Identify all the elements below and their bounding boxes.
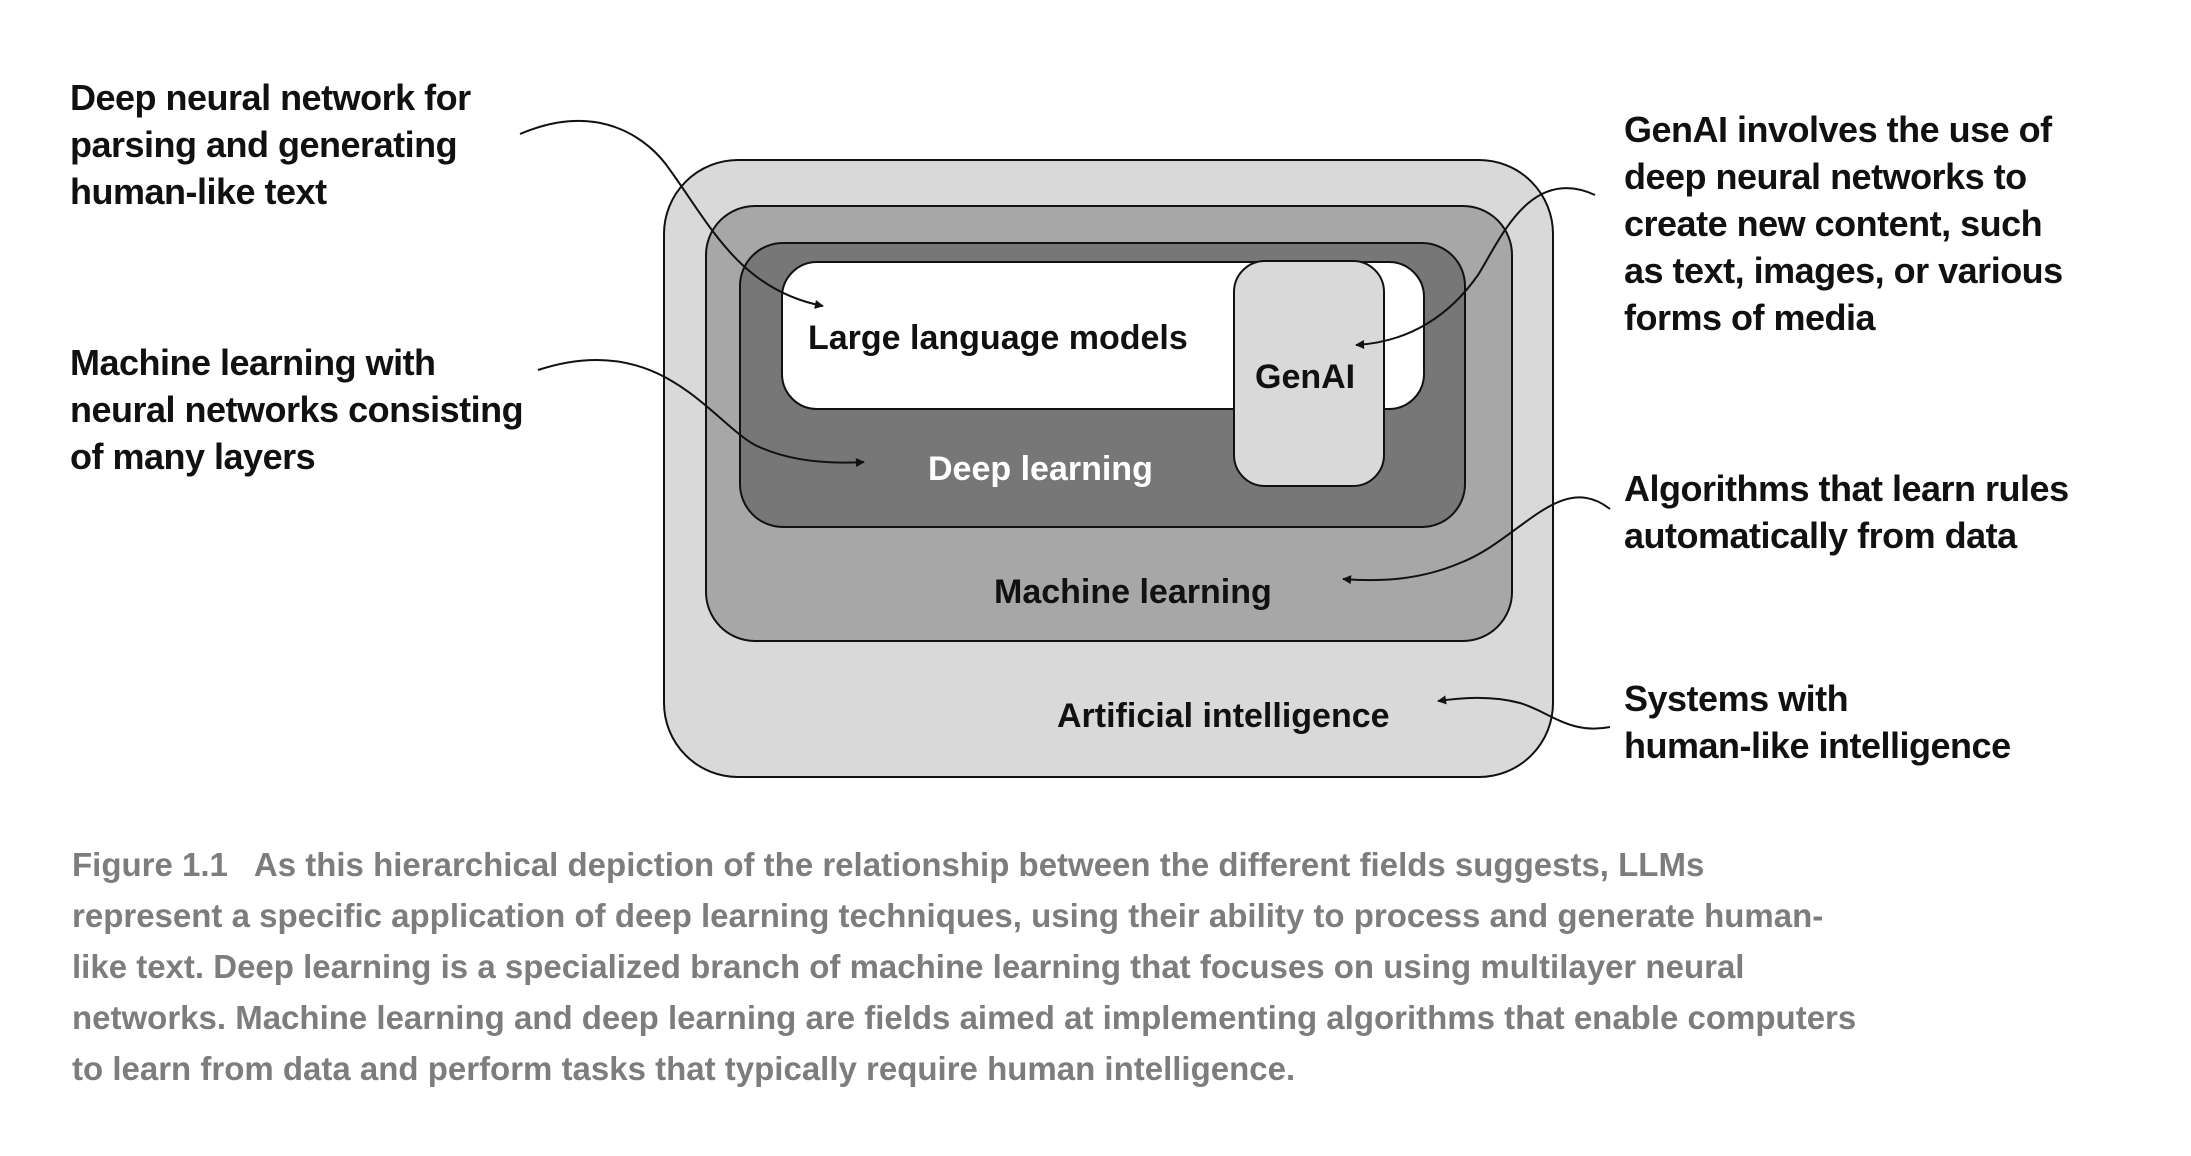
annotation-line: parsing and generating [70,124,458,165]
machine-learning-arrow [1342,496,1611,585]
annotation-line: Systems with [1624,678,1849,719]
deep-learning-arrow [537,358,865,467]
annotation-line: automatically from data [1624,515,2017,556]
annotation-line: Machine learning with [70,342,436,383]
caption-text: As this hierarchical depiction of the re… [253,846,1705,883]
llm-annotation: Deep neural network for parsing and gene… [70,74,471,215]
machine-learning-annotation: Algorithms that learn rules automaticall… [1624,465,2069,559]
caption-line: Figure 1.1 As this hierarchical depiction… [72,839,2132,890]
deep-learning-annotation: Machine learning with neural networks co… [70,339,524,480]
genai-arrow [1355,187,1596,350]
annotation-line: create new content, such [1624,203,2043,244]
machine-learning-label: Machine learning [994,573,1272,611]
annotation-line: deep neural networks to [1624,156,2027,197]
large-language-models-label: Large language models [808,319,1188,357]
deep-learning-label: Deep learning [928,450,1153,488]
annotation-line: forms of media [1624,297,1876,338]
caption-line: networks. Machine learning and deep lear… [72,999,1857,1036]
llm-arrow [519,120,824,309]
genai-label: GenAI [1255,358,1356,396]
artificial-intelligence-annotation: Systems with human-like intelligence [1624,675,2011,769]
genai-box [1233,260,1385,487]
artificial-intelligence-label: Artificial intelligence [1057,697,1390,735]
genai-annotation: GenAI involves the use of deep neural ne… [1624,106,2063,341]
figure-caption: Figure 1.1 As this hierarchical depiction… [72,839,2132,1094]
caption-line: to learn from data and perform tasks tha… [72,1050,1296,1087]
annotation-line: Deep neural network for [70,77,471,118]
caption-line: like text. Deep learning is a specialize… [72,948,1745,985]
annotation-line: human-like intelligence [1624,725,2011,766]
caption-line: represent a specific application of deep… [72,897,1824,934]
annotation-line: human-like text [70,171,327,212]
artificial-intelligence-arrow [1437,695,1611,730]
caption-label: Figure 1.1 [72,846,228,883]
annotation-line: Algorithms that learn rules [1624,468,2069,509]
annotation-line: of many layers [70,436,316,477]
annotation-line: as text, images, or various [1624,250,2063,291]
annotation-line: neural networks consisting [70,389,524,430]
annotation-line: GenAI involves the use of [1624,109,2052,150]
